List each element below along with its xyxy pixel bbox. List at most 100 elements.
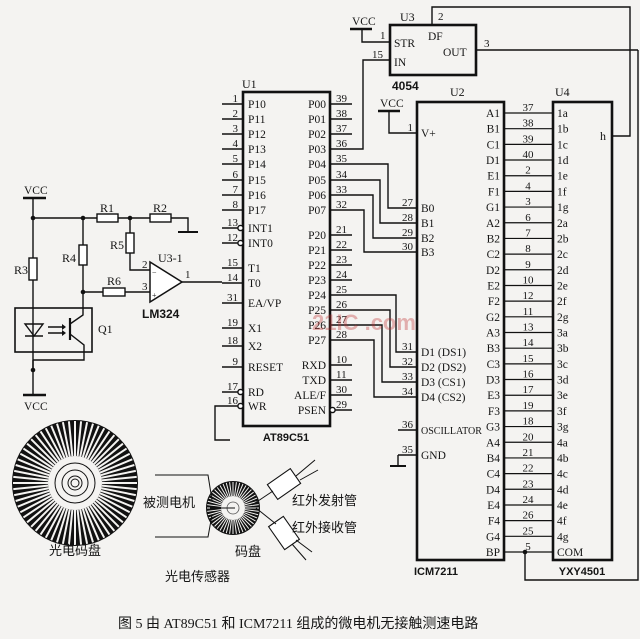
resistor xyxy=(125,232,135,254)
pin-label: F3 xyxy=(488,406,500,418)
disk-slot xyxy=(15,464,50,477)
pin-number: 1 xyxy=(380,30,386,42)
pin-number: 12 xyxy=(227,232,238,244)
motor-label: 被测电机 xyxy=(143,496,195,511)
pin-label: EA/VP xyxy=(248,298,281,310)
pin-number: 19 xyxy=(523,400,535,412)
minus-sign: − xyxy=(152,268,157,277)
disk-slot xyxy=(238,518,247,531)
pin-number: 36 xyxy=(402,419,414,431)
pin-label: P10 xyxy=(248,99,266,111)
pin-number: 33 xyxy=(336,184,348,196)
disk-slot xyxy=(17,458,51,474)
wire xyxy=(295,539,313,553)
disk-slot xyxy=(216,517,227,529)
disk-slot xyxy=(39,430,61,462)
disk-slot xyxy=(93,501,120,528)
pin-number: 25 xyxy=(336,284,348,296)
pin-label: B1 xyxy=(421,218,435,230)
disk-slot xyxy=(219,518,228,531)
disk-slot xyxy=(76,509,83,545)
segment-pin-label: 2c xyxy=(557,249,568,261)
light-arrows-icon xyxy=(48,326,62,334)
pin-label: P20 xyxy=(308,230,326,242)
disk-slot xyxy=(243,512,258,519)
disk-slot xyxy=(237,518,244,533)
pin-label: T1 xyxy=(248,263,261,275)
disk-slot xyxy=(44,506,64,539)
pin-label: F4 xyxy=(488,516,500,528)
pin-label: OUT xyxy=(443,47,467,59)
wire xyxy=(352,163,398,209)
disk-slot xyxy=(222,518,229,533)
wire xyxy=(388,111,398,134)
disk-slot xyxy=(208,497,223,504)
wire xyxy=(352,59,390,150)
opamp-pin-number: 2 xyxy=(142,259,148,271)
pin-number: 30 xyxy=(336,384,348,396)
pin-label: P27 xyxy=(308,335,326,347)
disk-slot xyxy=(93,438,120,465)
pin-number: 36 xyxy=(336,138,348,150)
pin-label: P17 xyxy=(248,205,266,217)
disk-slot xyxy=(95,499,124,524)
disk-slot xyxy=(89,504,111,536)
pin-label: P24 xyxy=(308,290,326,302)
wire xyxy=(352,339,398,398)
pin-number: 6 xyxy=(525,212,531,224)
disk-slot xyxy=(225,482,231,497)
disk-ring xyxy=(54,462,96,504)
disk-slot xyxy=(13,484,49,491)
pin-number: 5 xyxy=(525,541,531,553)
pin-number: 30 xyxy=(402,241,414,253)
disk-slot xyxy=(101,484,137,491)
vcc-label: VCC xyxy=(24,185,48,197)
disk-slot xyxy=(234,519,237,534)
pin-label: X2 xyxy=(248,341,262,353)
pin-number: 2 xyxy=(525,165,531,177)
pin-label: P15 xyxy=(248,175,266,187)
pin-label: A1 xyxy=(486,108,500,120)
r3-label: R3 xyxy=(14,263,28,277)
pin-number: 37 xyxy=(336,123,348,135)
h-pin-label: h xyxy=(600,129,606,143)
r6-label: R6 xyxy=(107,274,121,288)
segment-pin-label: 2f xyxy=(557,296,567,308)
disk-slot xyxy=(243,497,258,504)
pin-label: P04 xyxy=(308,159,326,171)
segment-pin-label: 4e xyxy=(557,500,568,512)
pin-label: B0 xyxy=(421,203,435,215)
disk-slot xyxy=(67,509,74,545)
pin-number: 14 xyxy=(227,272,239,284)
disk-slot xyxy=(84,507,100,541)
disk-slot xyxy=(207,509,222,512)
disk-slot xyxy=(214,489,225,500)
pin-label: TXD xyxy=(302,375,326,387)
pin-number: 14 xyxy=(523,337,535,349)
opamp-ref: U3-1 xyxy=(158,251,183,265)
pin-number: 40 xyxy=(523,149,535,161)
pin-number: 15 xyxy=(523,353,535,365)
wire xyxy=(352,324,398,383)
opamp-pin-number: 3 xyxy=(142,281,148,293)
disk-slot xyxy=(86,427,106,460)
pin-number: 27 xyxy=(402,197,414,209)
segment-pin-label: 3g xyxy=(557,422,569,434)
pin-number: 11 xyxy=(523,306,534,318)
r4-label: R4 xyxy=(62,251,76,265)
disk-slot xyxy=(229,519,232,534)
pin-number: 23 xyxy=(336,254,348,266)
wire xyxy=(352,309,398,368)
disk-slot xyxy=(239,487,250,499)
disk-slot xyxy=(222,483,229,498)
disk-slot xyxy=(207,504,222,507)
disk-ring xyxy=(61,469,89,497)
pin-label: D1 (DS1) xyxy=(421,347,466,359)
disk-slot xyxy=(99,492,133,508)
inversion-bubble xyxy=(237,239,244,247)
pin-number: 4 xyxy=(525,180,531,192)
disk-slot xyxy=(207,500,222,506)
pin-number: 6 xyxy=(233,169,239,181)
disk-slot xyxy=(229,482,232,497)
pin-number: 22 xyxy=(523,463,534,475)
